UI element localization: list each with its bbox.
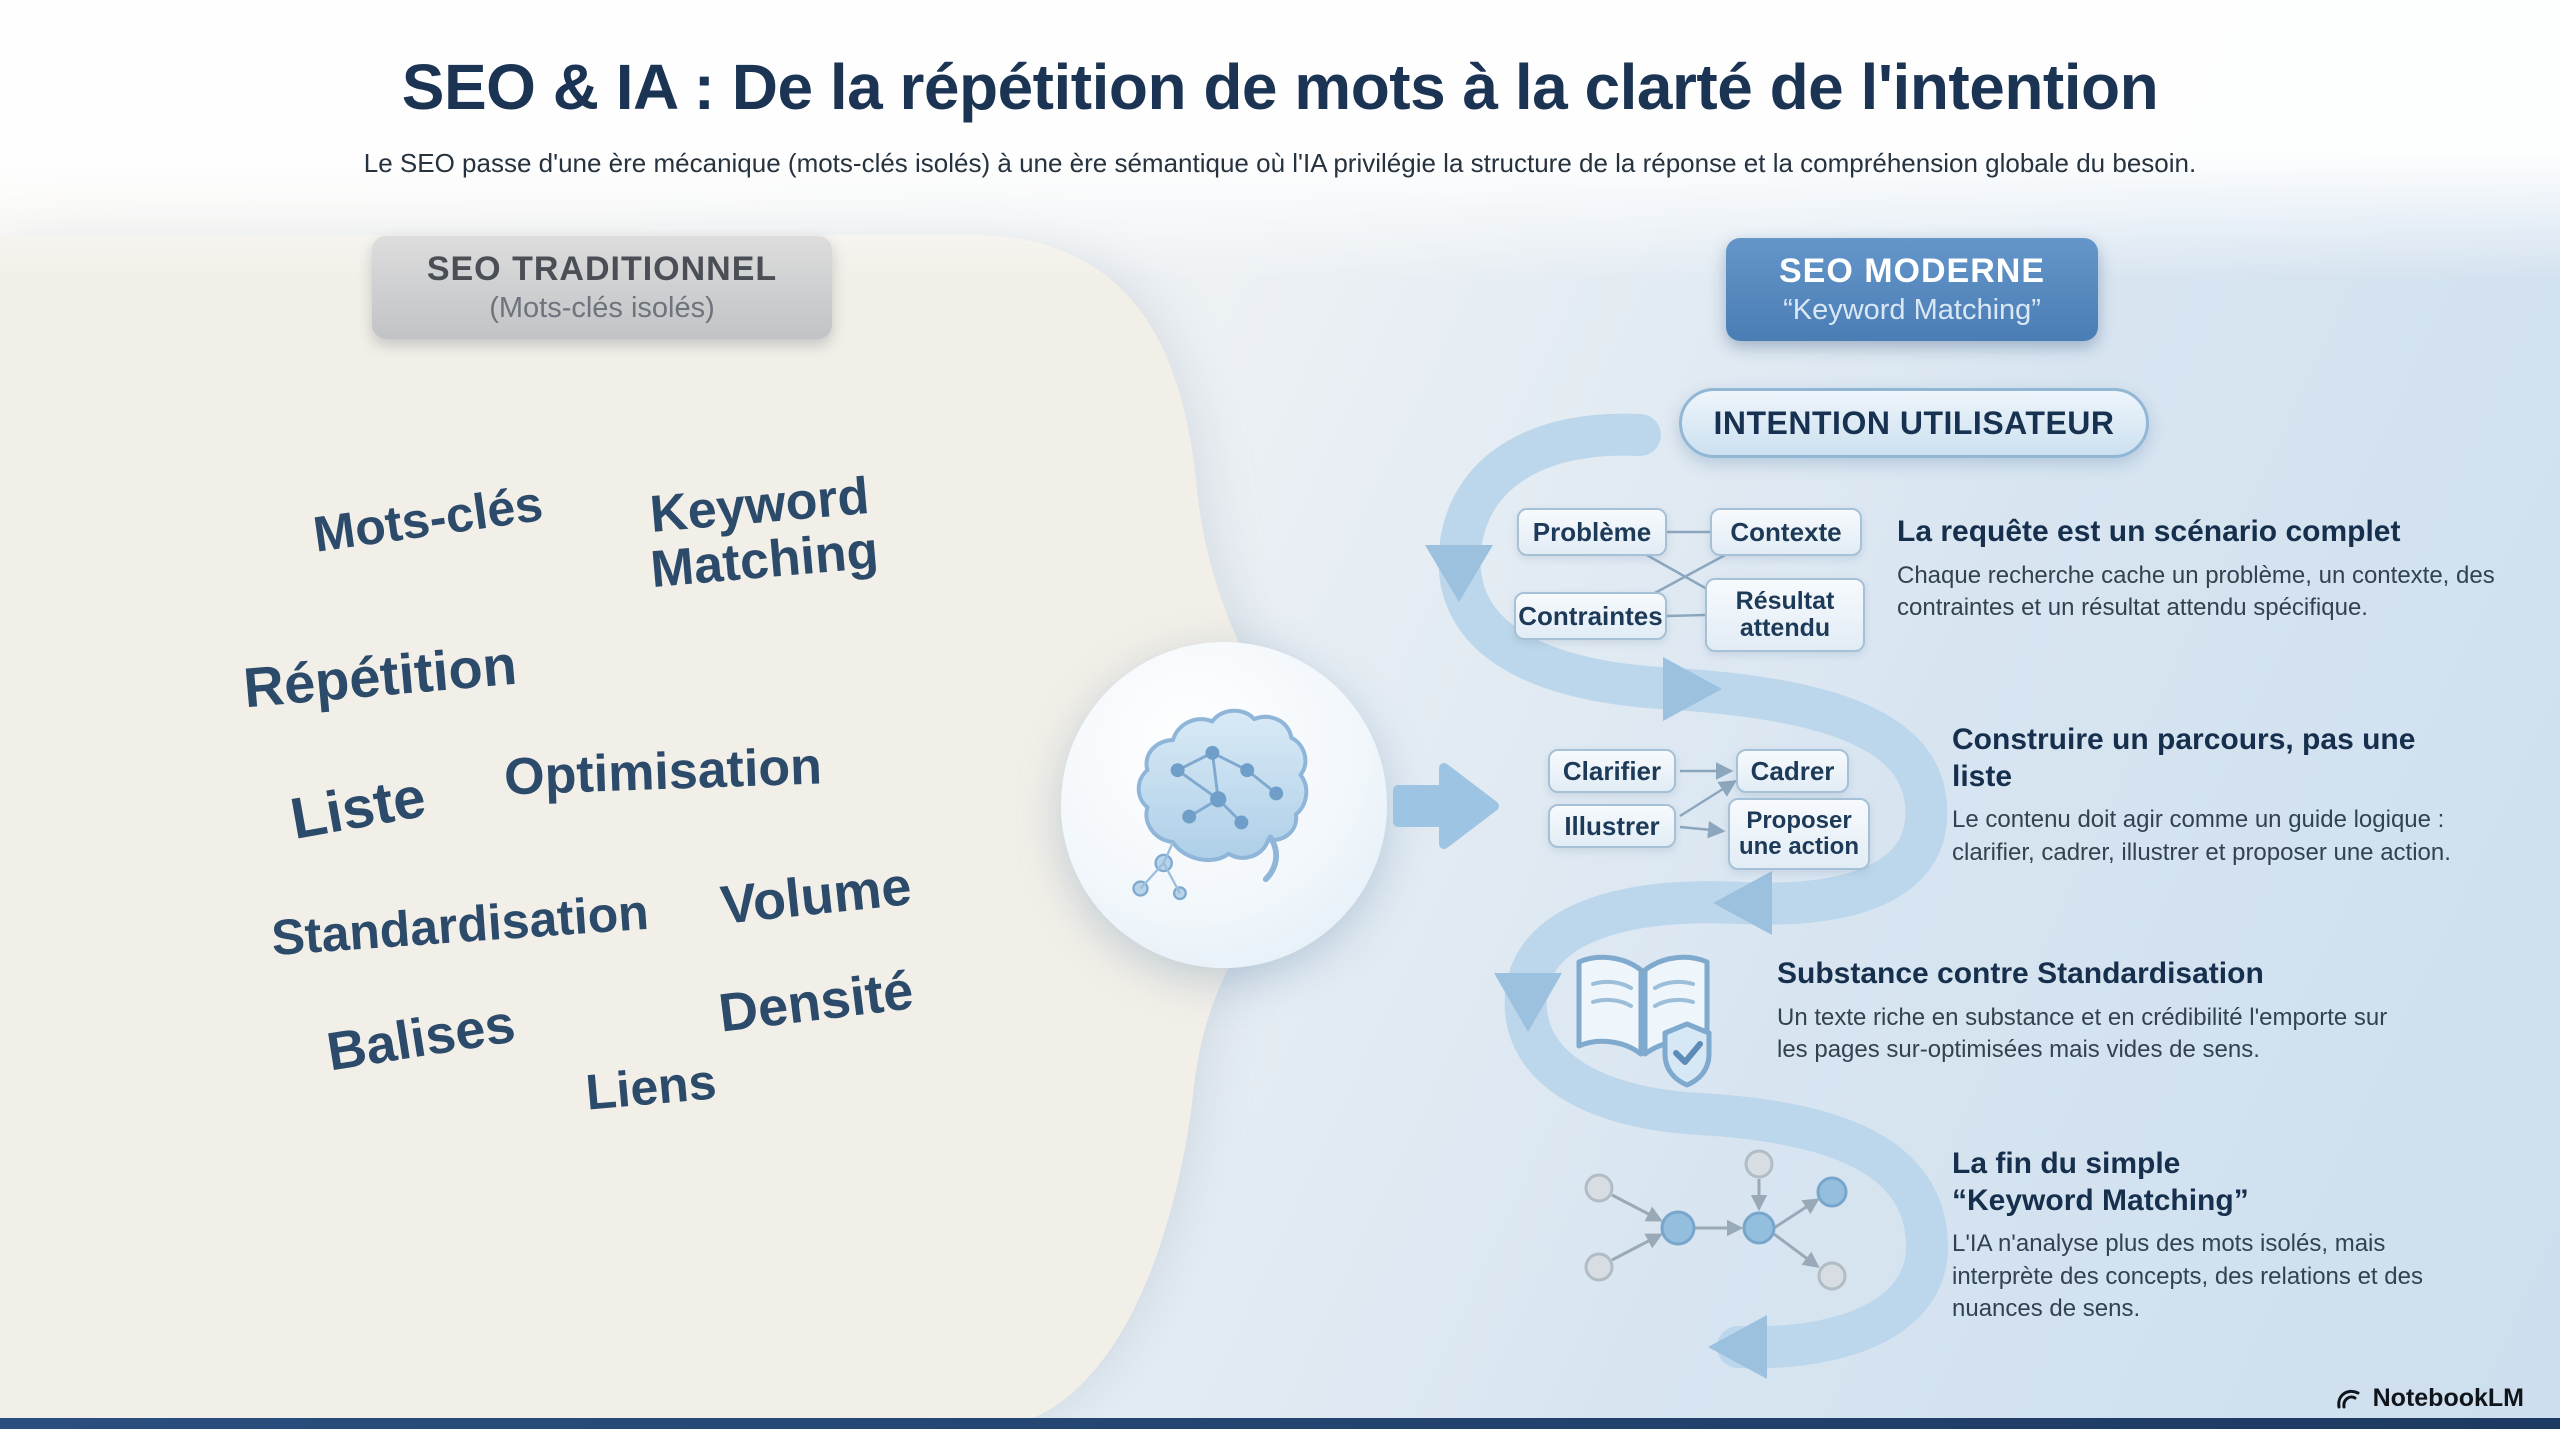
journey-body: Le contenu doit agir comme un guide logi… xyxy=(1952,806,2451,866)
left-panel-background xyxy=(0,0,1400,1429)
notebooklm-brand-label: NotebookLM xyxy=(2372,1384,2524,1412)
notebooklm-brand: NotebookLM xyxy=(2335,1384,2524,1413)
scenario-box-contraintes: Contraintes xyxy=(1514,592,1667,640)
scenario-body: Chaque recherche cache un problème, un c… xyxy=(1897,561,2495,622)
brain-icon xyxy=(1132,708,1309,901)
page-title: SEO & IA : De la répétition de mots à la… xyxy=(401,51,2159,123)
page-subtitle: Le SEO passe d'une ère mécanique (mots-c… xyxy=(363,148,2197,178)
semantics-heading: La fin du simple “Keyword Matching” xyxy=(1952,1147,2249,1217)
journey-box-illustrer: Illustrer xyxy=(1548,804,1676,848)
transition-right-arrow-icon xyxy=(1393,763,1499,849)
modern-badge-title: SEO MODERNE xyxy=(1778,252,2046,290)
notebooklm-logo-icon xyxy=(2336,1389,2360,1408)
journey-heading: Construire un parcours, pas une liste xyxy=(1952,723,2416,793)
keyword-liens: Liens xyxy=(583,1053,719,1121)
keyword-keyword-matching: Keyword Matching xyxy=(647,467,881,599)
scenario-box-probleme: Problème xyxy=(1517,508,1667,556)
intent-badge: INTENTION UTILISATEUR xyxy=(1679,388,2149,458)
section-substance-text: Substance contre Standardisation Un text… xyxy=(1777,956,2422,1067)
section-journey-text: Construire un parcours, pas une liste Le… xyxy=(1952,722,2518,869)
modern-seo-badge: SEO MODERNE “Keyword Matching” xyxy=(1726,238,2098,341)
substance-body: Un texte riche en substance et en crédib… xyxy=(1777,1003,2388,1064)
brain-circle xyxy=(1061,642,1387,968)
traditional-seo-badge: SEO TRADITIONNEL (Mots-clés isolés) xyxy=(372,236,832,339)
modern-badge-subtitle: “Keyword Matching” xyxy=(1783,294,2041,326)
scenario-box-contexte: Contexte xyxy=(1710,508,1862,556)
journey-box-clarifier: Clarifier xyxy=(1548,749,1676,793)
book-shield-icon xyxy=(1576,954,1712,1088)
journey-box-proposer: Proposer une action xyxy=(1728,798,1870,870)
bottom-accent-bar xyxy=(0,1418,2560,1429)
traditional-badge-subtitle: (Mots-clés isolés) xyxy=(489,292,715,324)
section-scenario-text: La requête est un scénario complet Chaqu… xyxy=(1897,514,2527,625)
scenario-box-resultat: Résultat attendu xyxy=(1705,578,1865,652)
journey-box-cadrer: Cadrer xyxy=(1736,749,1849,793)
semantics-body: L'IA n'analyse plus des mots isolés, mai… xyxy=(1952,1230,2423,1323)
scenario-diagram: Problème Contexte Contraintes Résultat a… xyxy=(1505,498,1877,660)
keyword-optimisation: Optimisation xyxy=(503,737,823,807)
substance-heading: Substance contre Standardisation xyxy=(1777,957,2264,990)
scenario-heading: La requête est un scénario complet xyxy=(1897,515,2401,548)
semantic-network-icon xyxy=(1584,1149,1848,1291)
section-semantics-text: La fin du simple “Keyword Matching” L'IA… xyxy=(1952,1146,2472,1326)
journey-diagram: Clarifier Cadrer Illustrer Proposer une … xyxy=(1540,740,1888,882)
traditional-badge-title: SEO TRADITIONNEL xyxy=(426,250,778,288)
